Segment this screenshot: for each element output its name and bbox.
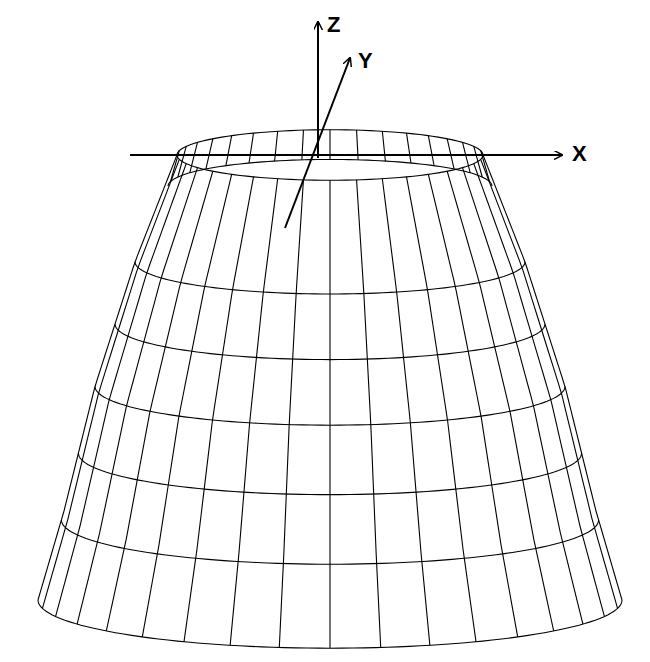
surface-meridian	[77, 168, 197, 624]
surface-meridian	[357, 180, 381, 648]
x-axis	[130, 154, 562, 156]
surface-meridian	[382, 179, 430, 646]
inner-meridian	[463, 142, 471, 172]
axis-label: X	[572, 143, 587, 165]
wireframe-surface	[38, 130, 622, 648]
inner-meridian	[249, 133, 253, 163]
inner-meridian	[382, 131, 385, 161]
surface-meridian	[474, 164, 605, 617]
surface-meridian	[481, 159, 618, 608]
y-axis	[285, 58, 350, 228]
surface-meridian	[184, 177, 254, 642]
surface-meridian	[38, 155, 177, 600]
inner-meridian	[407, 133, 411, 163]
inner-meridian	[428, 136, 434, 166]
surface-meridian	[483, 155, 622, 600]
surface-meridian	[329, 180, 330, 648]
surface-meridian	[142, 174, 231, 637]
surface-meridian	[106, 171, 212, 631]
inner-meridian	[178, 146, 186, 177]
inner-meridian	[275, 131, 278, 161]
inner-meridian	[226, 136, 232, 166]
surface-meridian	[407, 177, 477, 642]
axis-label: Y	[358, 50, 373, 72]
inner-meridian	[206, 139, 213, 169]
surface-meridian	[279, 180, 303, 648]
surface-meridian	[56, 164, 187, 617]
surface-meridian	[447, 171, 553, 631]
surface-meridian	[42, 159, 179, 608]
coordinate-axes	[130, 22, 562, 228]
surface-meridian	[463, 168, 583, 624]
axis-label: Z	[327, 14, 340, 36]
surface-meridian	[428, 174, 517, 637]
inner-meridian	[447, 139, 454, 169]
surface-meridian	[230, 179, 278, 646]
inner-meridian	[190, 142, 198, 172]
